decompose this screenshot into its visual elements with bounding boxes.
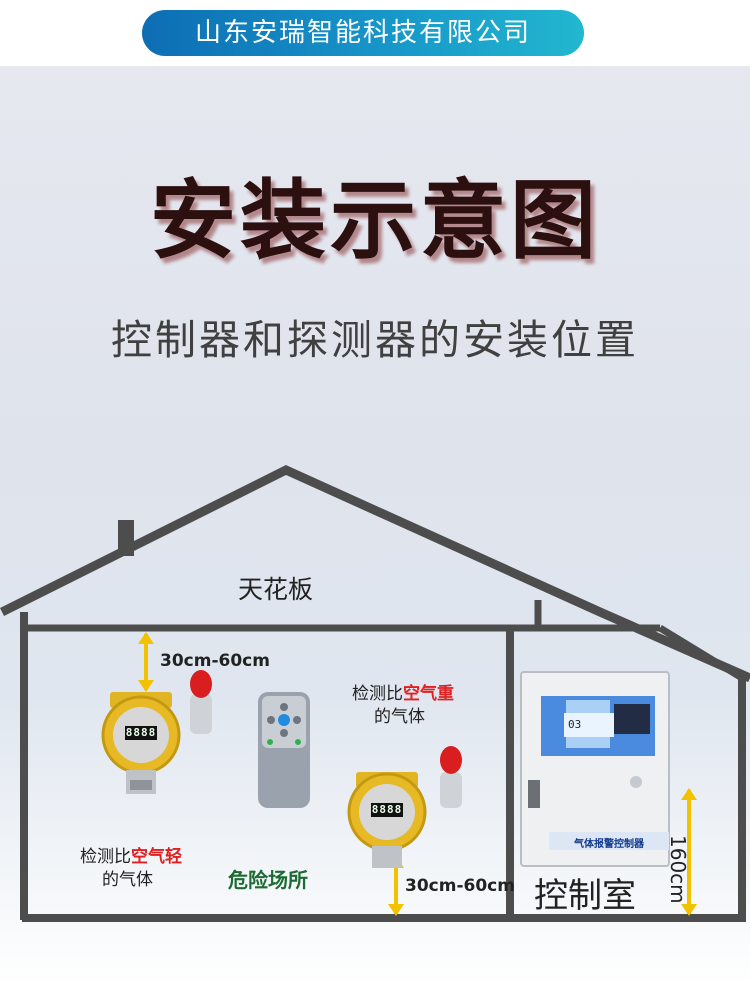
danger-zone-label: 危险场所 xyxy=(228,868,308,892)
gas-detector-lower xyxy=(347,746,462,868)
detector-display-upper: 8888 xyxy=(125,726,157,740)
heavy-gas-prefix: 检测比 xyxy=(352,684,403,704)
ceiling-label: 天花板 xyxy=(238,575,314,604)
controller-nameplate: 气体报警控制器 xyxy=(574,839,644,850)
gas-detector-upper xyxy=(101,670,212,794)
light-gas-prefix: 检测比 xyxy=(80,847,131,867)
right-roof-wall xyxy=(658,625,744,681)
dimension-arrow-controller xyxy=(681,788,697,916)
controller-height-label: 160cm xyxy=(666,835,690,904)
heavy-gas-label: 检测比空气重 的气体 xyxy=(352,683,454,729)
page-subtitle: 控制器和探测器的安装位置 xyxy=(111,316,639,364)
dimension-label-top: 30cm-60cm xyxy=(160,651,270,671)
remote-control xyxy=(258,692,310,808)
roof-outline xyxy=(0,465,750,683)
dimension-label-bottom: 30cm-60cm xyxy=(405,876,515,896)
alarm-controller xyxy=(520,671,670,867)
detector-display-lower: 8888 xyxy=(371,803,403,817)
light-gas-label: 检测比空气轻 的气体 xyxy=(80,846,182,892)
heavy-gas-highlight: 空气重 xyxy=(403,684,454,704)
chimney xyxy=(118,520,134,556)
controller-display: 03 xyxy=(564,713,614,737)
light-gas-suffix: 的气体 xyxy=(102,870,153,890)
company-banner: 山东安瑞智能科技有限公司 xyxy=(142,10,584,56)
light-gas-highlight: 空气轻 xyxy=(131,847,182,867)
control-room-label: 控制室 xyxy=(534,876,636,916)
page-title: 安装示意图 xyxy=(150,171,600,271)
heavy-gas-suffix: 的气体 xyxy=(374,707,425,727)
dimension-arrow-top xyxy=(138,632,154,692)
